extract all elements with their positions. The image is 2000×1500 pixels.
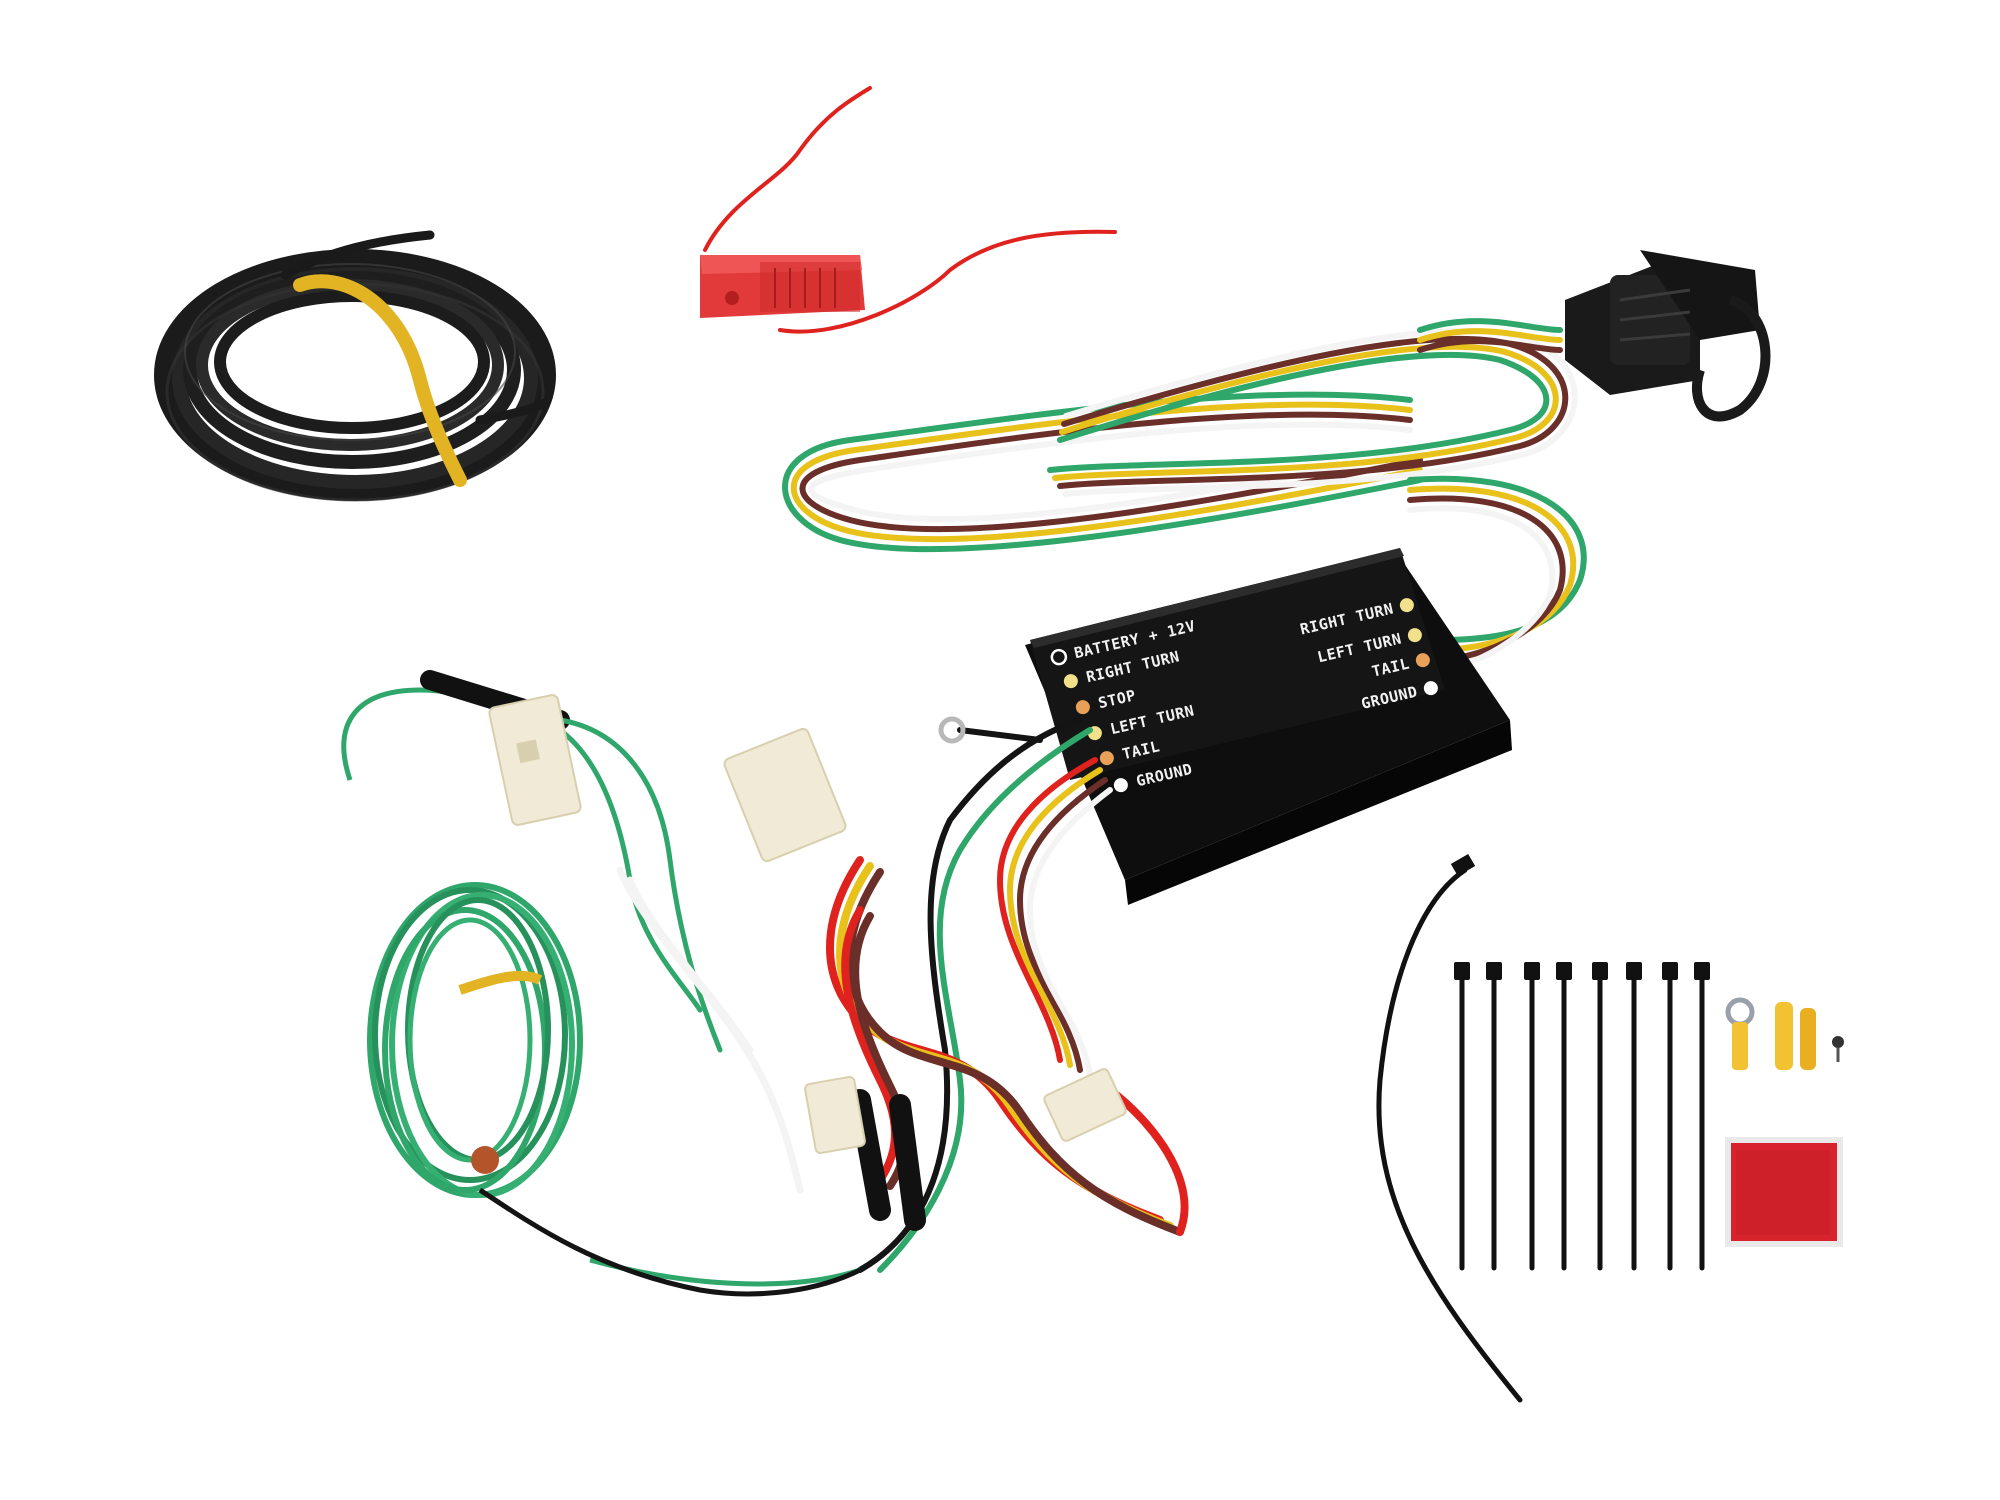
short-zip-ties bbox=[1454, 962, 1710, 1271]
short-zip-tie bbox=[1524, 962, 1540, 1271]
trailer-four-way-connector bbox=[1565, 250, 1771, 422]
short-zip-tie bbox=[1592, 962, 1608, 1271]
module-output-wires bbox=[857, 716, 1113, 1273]
fuse-holder bbox=[700, 86, 1117, 334]
indicator-dot bbox=[1113, 778, 1128, 793]
rubber-band bbox=[293, 274, 467, 487]
indicator-dot bbox=[1050, 648, 1068, 666]
indicator-dot bbox=[1063, 674, 1078, 689]
short-zip-tie bbox=[1486, 962, 1502, 1271]
adhesive-pad bbox=[1725, 1137, 1843, 1247]
flat-four-wire-bundle bbox=[782, 318, 1587, 673]
short-zip-tie bbox=[1662, 962, 1678, 1271]
indicator-dot bbox=[1407, 628, 1422, 643]
tap-screw bbox=[1832, 1036, 1844, 1062]
short-zip-tie bbox=[1556, 962, 1572, 1271]
indicator-dot bbox=[1099, 751, 1114, 766]
butt-connectors bbox=[1775, 1002, 1816, 1070]
indicator-dot bbox=[1415, 653, 1430, 668]
indicator-dot bbox=[1423, 681, 1438, 696]
short-zip-tie bbox=[1454, 962, 1470, 1271]
lower-harness bbox=[826, 856, 1189, 1236]
module-top-face bbox=[1030, 548, 1445, 780]
indicator-dot bbox=[1399, 598, 1414, 613]
long-zip-tie bbox=[1376, 867, 1523, 1403]
indicator-dot bbox=[1075, 700, 1090, 715]
ring-terminal bbox=[1725, 997, 1755, 1070]
black-wire-coil bbox=[154, 230, 556, 502]
short-zip-tie bbox=[1626, 962, 1642, 1271]
short-zip-tie bbox=[1694, 962, 1710, 1271]
green-t-harness bbox=[420, 670, 804, 1194]
white-connectors bbox=[488, 694, 1127, 1155]
zip-tie-kit bbox=[1376, 853, 1844, 1403]
